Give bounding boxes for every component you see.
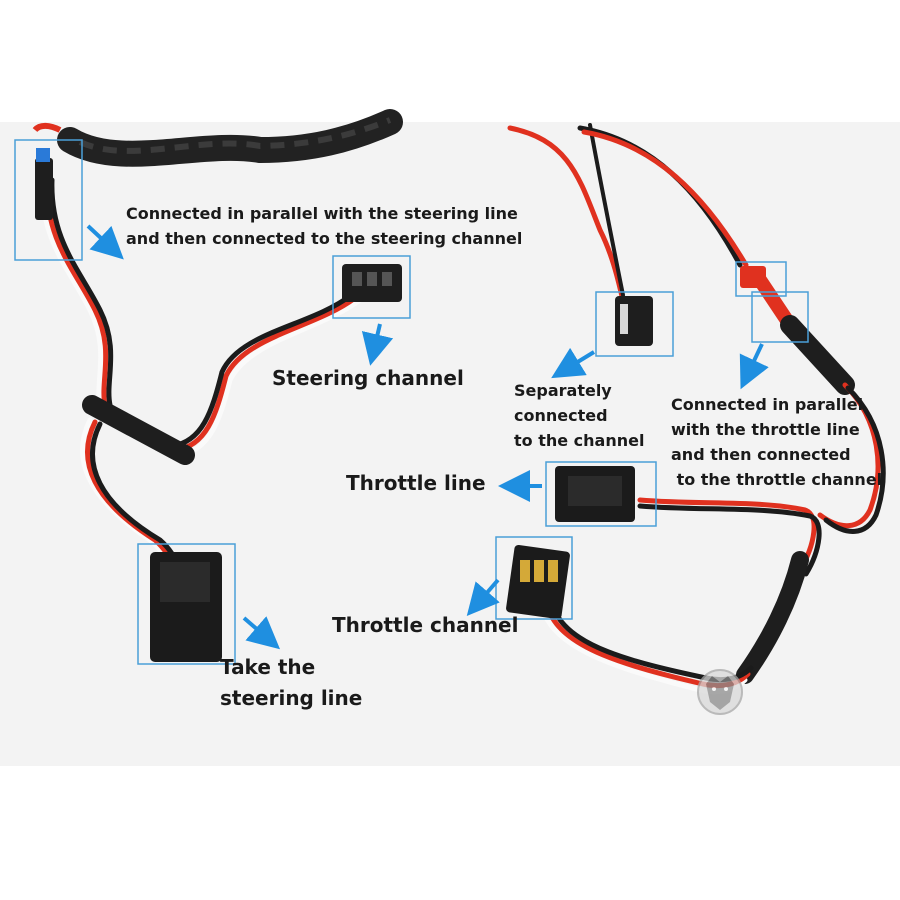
label-take-steering-line2: steering line (220, 686, 363, 710)
label-parallel-steering-line1: Connected in parallel with the steering … (126, 204, 518, 223)
arrow-throttle-channel (466, 578, 500, 617)
box-throttle-channel (495, 536, 573, 620)
label-steering-channel: Steering channel (272, 366, 464, 390)
throttle-parallel-red-pin (740, 266, 766, 288)
cable-bundle-top (32, 109, 403, 167)
arrow-separate-channel (551, 347, 596, 379)
label-separately-line2: connected (514, 406, 608, 425)
label-separately-line1: Separately (514, 381, 612, 400)
arrow-take-steering (242, 616, 281, 650)
label-take-steering: Take the steering line (220, 652, 362, 714)
label-parallel-throttle-line1: Connected in parallel (671, 395, 864, 414)
label-parallel-throttle-line2: with the throttle line (671, 420, 860, 439)
connectors (35, 148, 766, 662)
label-separately-connected: Separately connected to the channel (514, 378, 644, 453)
box-take-steering (137, 543, 236, 665)
arrow-throttle-parallel (739, 343, 769, 390)
label-take-steering-line1: Take the (220, 655, 316, 679)
label-parallel-throttle: Connected in parallel with the throttle … (671, 392, 900, 492)
box-throttle-parallel (751, 291, 809, 343)
box-throttle-red-pin (735, 261, 787, 297)
arrow-steering-channel (361, 323, 394, 366)
lion-head-watermark-icon (697, 669, 743, 715)
label-parallel-steering: Connected in parallel with the steering … (126, 201, 522, 251)
highlight-boxes (14, 139, 809, 665)
box-parallel-steering (14, 139, 83, 261)
box-steering-channel (332, 255, 411, 319)
label-throttle-line: Throttle line (346, 471, 486, 495)
label-parallel-throttle-line4: to the throttle channel (671, 470, 883, 489)
box-throttle-line (545, 461, 657, 527)
box-separate-channel (595, 291, 674, 357)
label-parallel-steering-line2: and then connected to the steering chann… (126, 229, 523, 248)
parallel-steering-pin-connector (35, 158, 53, 220)
label-parallel-throttle-line3: and then connected (671, 445, 851, 464)
label-separately-line3: to the channel (514, 431, 645, 450)
arrow-parallel-steering (86, 224, 124, 260)
label-throttle-channel: Throttle channel (332, 613, 519, 637)
arrows (86, 224, 769, 650)
